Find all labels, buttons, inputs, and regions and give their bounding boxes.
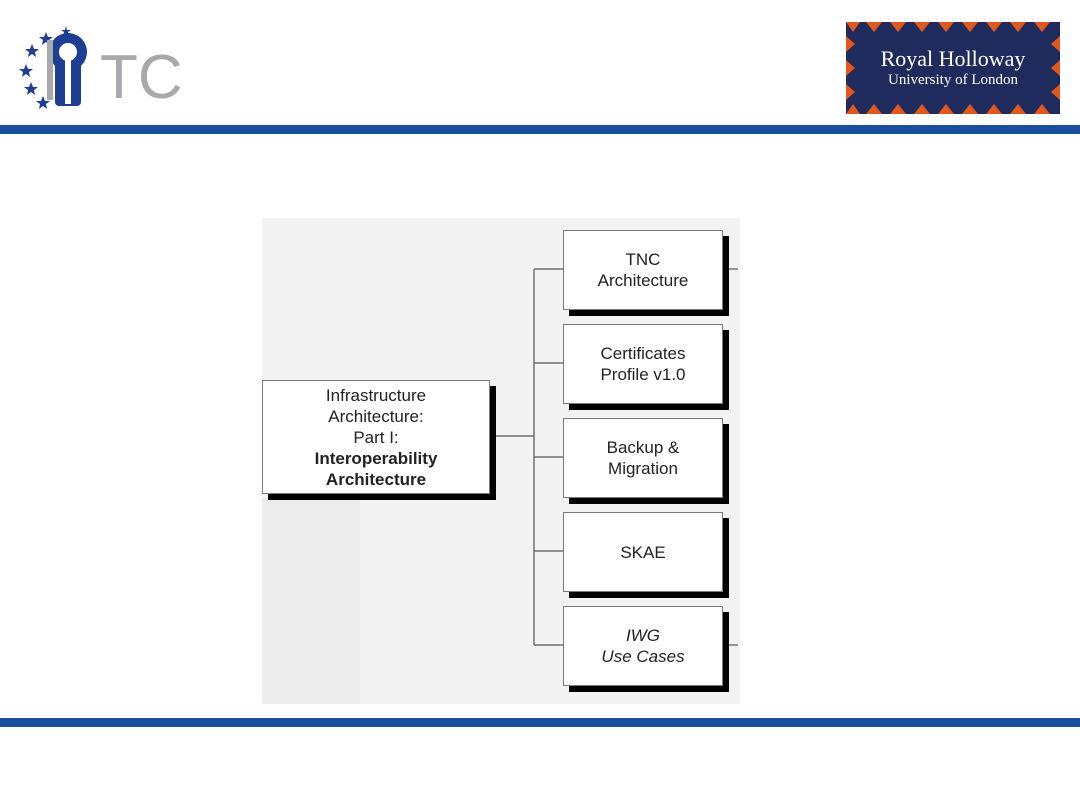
connector-lines	[494, 268, 738, 646]
logo-line-2: University of London	[888, 72, 1018, 88]
root-bold-line-1: Interoperability	[314, 448, 438, 468]
root-line-3: Part I:	[353, 427, 399, 447]
box-4-line-1: SKAE	[620, 542, 666, 562]
diagram-background-strip	[262, 498, 360, 704]
architecture-diagram: Infrastructure Architecture: Part I: Int…	[262, 218, 740, 704]
logo-line-1: Royal Holloway	[880, 46, 1026, 71]
root-box-infrastructure-architecture: Infrastructure Architecture: Part I: Int…	[262, 380, 490, 494]
box-skae: SKAE	[563, 512, 723, 592]
otc-logo-text: TC	[100, 43, 183, 110]
bottom-divider-bar	[0, 718, 1080, 727]
diamond-pattern-icon	[846, 22, 1060, 114]
box-3-line-2: Migration	[608, 459, 678, 478]
royal-holloway-logo: Royal Holloway University of London	[846, 22, 1060, 114]
box-2-line-2: Profile v1.0	[600, 365, 686, 384]
root-line-2: Architecture:	[328, 406, 424, 426]
root-line-1: Infrastructure	[325, 385, 427, 405]
top-divider-bar	[0, 125, 1080, 134]
box-backup-migration: Backup & Migration	[563, 418, 723, 498]
box-2-line-1: Certificates	[600, 344, 686, 363]
box-1-line-2: Architecture	[597, 271, 689, 290]
star-ring-icon	[19, 26, 71, 109]
keyhole-icon	[47, 33, 87, 106]
keyhole-star-ring-logo-icon: TC	[19, 26, 183, 110]
box-5-line-2: Use Cases	[601, 647, 685, 666]
box-3-line-1: Backup &	[606, 438, 680, 457]
box-iwg-use-cases: IWG Use Cases	[563, 606, 723, 686]
box-certificates-profile: Certificates Profile v1.0	[563, 324, 723, 404]
box-1-line-1: TNC	[625, 250, 661, 269]
root-bold-line-2: Architecture	[325, 469, 427, 489]
box-tnc-architecture: TNC Architecture	[563, 230, 723, 310]
box-5-line-1: IWG	[626, 626, 660, 645]
otc-logo: TC	[18, 24, 193, 110]
